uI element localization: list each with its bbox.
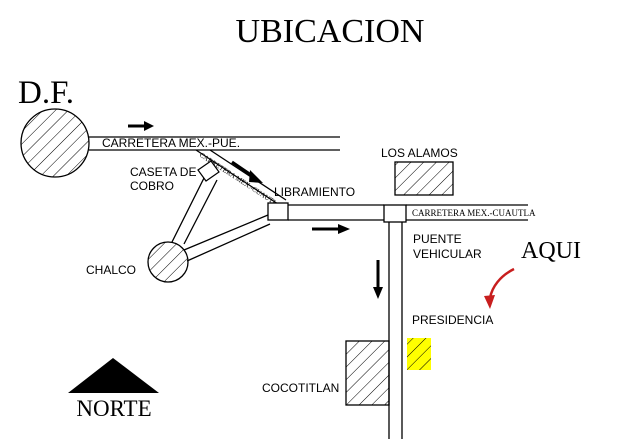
arrow-southeast <box>231 160 263 183</box>
label-caseta-line2: COBRO <box>130 179 174 193</box>
road-mex-cuautla-diagonal <box>195 149 287 205</box>
label-norte: NORTE <box>76 396 151 421</box>
label-puente-line1: PUENTE <box>413 232 462 246</box>
label-aqui: AQUI <box>521 238 581 264</box>
label-los-alamos: LOS ALAMOS <box>381 146 458 160</box>
label-presidencia: PRESIDENCIA <box>412 313 493 327</box>
arrow-south <box>373 260 383 299</box>
junction-caseta <box>197 160 220 182</box>
df-circle <box>20 108 90 178</box>
road-south <box>388 222 403 439</box>
chalco-circle <box>147 241 189 283</box>
label-carretera-mex-pue: CARRETERA MEX.-PUE. <box>102 136 240 150</box>
label-caseta-line1: CASETA DE <box>130 165 196 179</box>
label-libramiento: LIBRAMIENTO <box>274 185 355 199</box>
road-chalco-connectors <box>171 175 271 262</box>
map-title: UBICACION <box>236 13 425 50</box>
label-puente-line2: VEHICULAR <box>413 247 482 261</box>
arrow-east-libramiento <box>312 224 350 234</box>
los-alamos-block <box>394 161 454 196</box>
df-label: D.F. <box>18 75 74 111</box>
road-mex-pue <box>89 136 340 151</box>
label-chalco: CHALCO <box>86 263 136 277</box>
north-arrow-icon <box>68 358 159 393</box>
road-mex-cuautla <box>406 204 528 221</box>
junction-libramiento <box>267 202 289 221</box>
label-cocotitlan: COCOTITLAN <box>262 381 339 395</box>
junction-puente <box>383 204 407 223</box>
arrow-east-top <box>128 121 154 131</box>
aqui-arrow <box>484 267 515 309</box>
cocotitlan-block <box>345 340 390 406</box>
label-carretera-mex-cuautla: CARRETERA MEX.-CUAUTLA <box>412 208 536 218</box>
road-libramiento <box>288 204 384 221</box>
presidencia-marker <box>407 338 431 370</box>
label-carretera-mex-cuautla-diagonal: CARRETERA MEX.-CUAUTLA <box>198 151 283 210</box>
